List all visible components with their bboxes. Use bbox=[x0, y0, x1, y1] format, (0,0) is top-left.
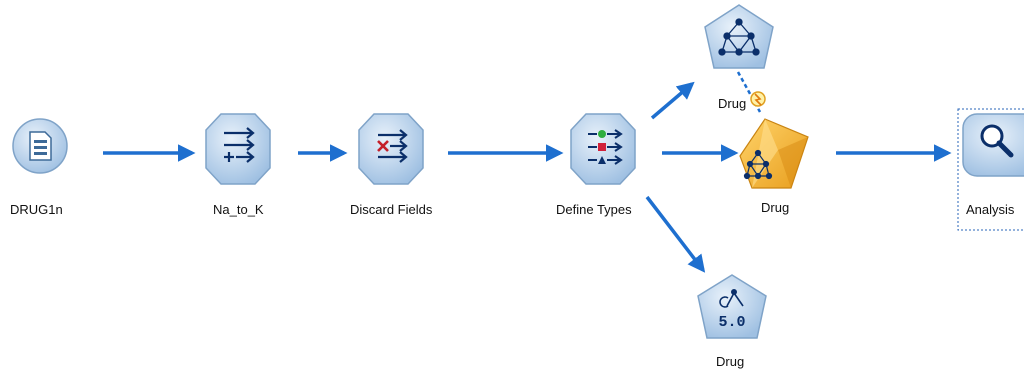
neural-net-icon bbox=[743, 149, 773, 180]
link-define-types-to-neural-model[interactable] bbox=[650, 81, 695, 120]
selection-box bbox=[957, 108, 1024, 231]
model-refresh-icon bbox=[750, 91, 766, 107]
type-icon bbox=[588, 129, 623, 165]
neural-net-icon bbox=[718, 18, 760, 56]
drug-model-nugget-node[interactable] bbox=[739, 118, 809, 189]
connections bbox=[103, 81, 952, 273]
derive-icon bbox=[224, 127, 255, 163]
define-types-label: Define Types bbox=[556, 202, 632, 217]
c50-icon bbox=[719, 288, 744, 308]
discard-fields-label: Discard Fields bbox=[350, 202, 433, 217]
variable-file-icon bbox=[29, 131, 52, 161]
filter-icon bbox=[377, 129, 408, 163]
analysis-label: Analysis bbox=[966, 202, 1015, 217]
drug1n-node[interactable] bbox=[12, 118, 68, 174]
drug-c50-label: Drug bbox=[716, 354, 745, 369]
discard-fields-node[interactable] bbox=[358, 113, 424, 185]
link-define-types-to-c50[interactable] bbox=[645, 195, 706, 273]
drug1n-label: DRUG1n bbox=[10, 202, 63, 217]
drug-c50-node[interactable]: 5.0 bbox=[697, 274, 767, 339]
na_to_k-node[interactable] bbox=[205, 113, 271, 185]
define-types-node[interactable] bbox=[570, 113, 636, 185]
analysis-icon bbox=[980, 124, 1014, 158]
drug-model-nugget-label: Drug bbox=[761, 200, 790, 215]
c50-icon-text: 5.0 bbox=[718, 314, 745, 331]
drug-neural-model-label: Drug bbox=[718, 96, 747, 111]
analysis-node[interactable] bbox=[957, 108, 1024, 231]
na_to_k-label: Na_to_K bbox=[213, 202, 264, 217]
drug-neural-model-node[interactable] bbox=[704, 4, 774, 69]
